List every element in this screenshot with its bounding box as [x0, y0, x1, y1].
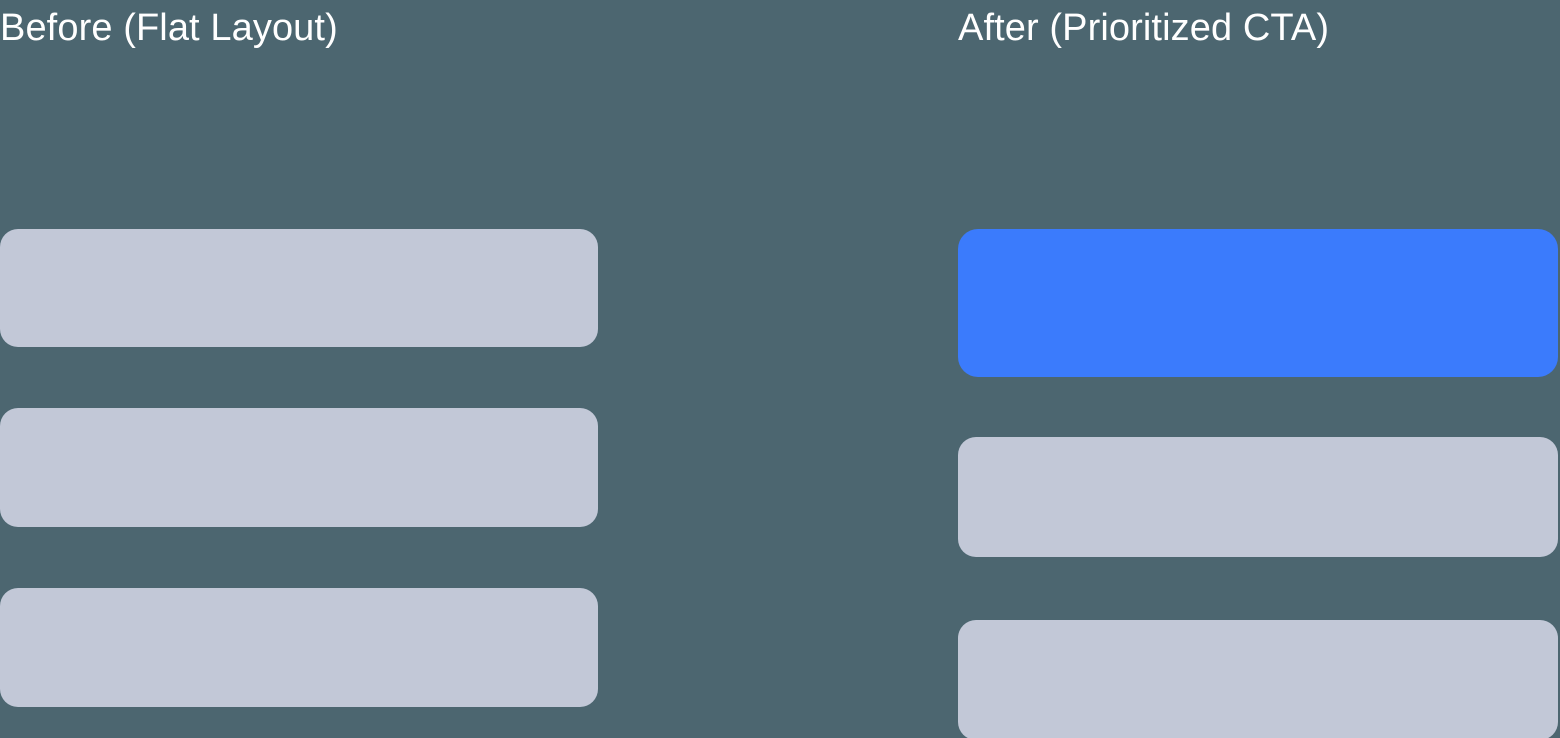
panel-after: After (Prioritized CTA)	[958, 0, 1558, 738]
after-primary-cta-block[interactable]	[958, 229, 1558, 377]
before-content-block-2	[0, 408, 598, 527]
panel-before-title: Before (Flat Layout)	[0, 7, 338, 49]
before-content-block-1	[0, 229, 598, 347]
after-content-block-3	[958, 620, 1558, 738]
panel-after-title: After (Prioritized CTA)	[958, 7, 1330, 49]
before-content-block-3	[0, 588, 598, 707]
panel-before: Before (Flat Layout)	[0, 0, 598, 738]
after-content-block-2	[958, 437, 1558, 557]
